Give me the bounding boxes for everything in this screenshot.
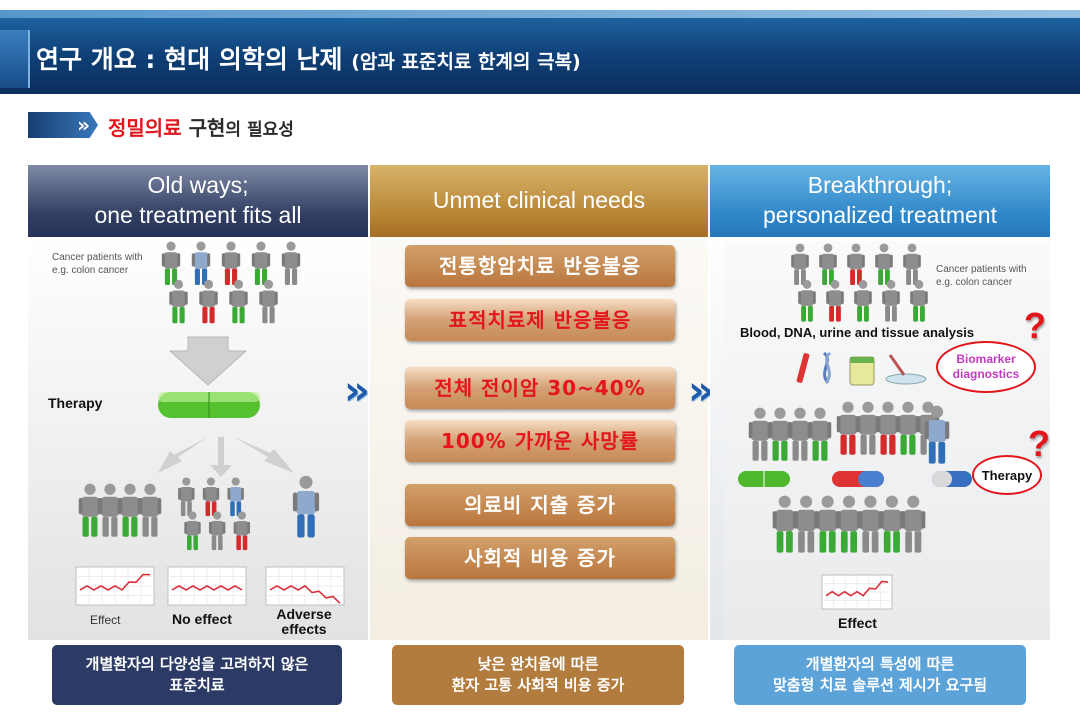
summary-line1: 개별환자의 특성에 따른 bbox=[805, 655, 955, 673]
heading-line2: personalized treatment bbox=[763, 202, 997, 228]
therapy-label: Therapy bbox=[48, 395, 103, 411]
title-accent bbox=[0, 30, 30, 88]
biomarker-line1: Biomarker bbox=[956, 352, 1016, 366]
need-item: 전체 전이암 30~40% bbox=[405, 367, 675, 409]
question-mark-icon: ? bbox=[1028, 423, 1050, 464]
patients-subgroup-icon bbox=[924, 405, 950, 464]
patients-label: Cancer patients with e.g. colon cancer bbox=[936, 263, 1027, 289]
heading-line1: Old ways; bbox=[147, 172, 249, 199]
section-subtitle-text: 정밀의료 구현의 필요성 bbox=[108, 112, 294, 141]
column-old-ways-heading: Old ways; one treatment fits all bbox=[28, 165, 368, 237]
question-mark-icon: ? bbox=[1024, 305, 1046, 346]
column-breakthrough-heading: Breakthrough; personalized treatment bbox=[710, 165, 1050, 237]
old-ways-summary: 개별환자의 다양성을 고려하지 않은 표준치료 bbox=[52, 645, 342, 705]
need-item: 100% 가까운 사망률 bbox=[405, 420, 675, 462]
transition-arrow-icon: » bbox=[688, 368, 714, 414]
page-title: 연구 개요 : 현대 의학의 난제 (암과 표준치료 한계의 극복) bbox=[36, 40, 581, 76]
noeffect-label: No effect bbox=[172, 611, 232, 627]
split-arrows-icon bbox=[158, 437, 294, 477]
biomarker-diagnostics-badge: Biomarker diagnostics bbox=[936, 341, 1036, 393]
noeffect-chart-icon bbox=[167, 566, 247, 606]
patients-subgroup-icon bbox=[836, 401, 940, 455]
need-item: 사회적 비용 증가 bbox=[405, 537, 675, 579]
patients-group-icon bbox=[161, 241, 301, 324]
down-arrow-icon bbox=[168, 336, 248, 386]
subtitle-rest-large: 구현 bbox=[188, 116, 226, 140]
breakthrough-summary: 개별환자의 특성에 따른 맞춤형 치료 솔루션 제시가 요구됨 bbox=[734, 645, 1026, 705]
breakthrough-diagram: Cancer patients with e.g. colon cancer B… bbox=[710, 237, 1050, 640]
need-item: 의료비 지출 증가 bbox=[405, 484, 675, 526]
page-title-main: 연구 개요 : 현대 의학의 난제 bbox=[36, 45, 343, 74]
effect-label: Effect bbox=[838, 615, 877, 631]
adverse-chart-icon bbox=[265, 566, 345, 606]
capsule-icon bbox=[158, 392, 260, 418]
summary-line2: 맞춤형 치료 솔루션 제시가 요구됨 bbox=[772, 676, 988, 694]
need-item: 전통항암치료 반응불응 bbox=[405, 245, 675, 287]
title-bar: 연구 개요 : 현대 의학의 난제 (암과 표준치료 한계의 극복) bbox=[0, 10, 1080, 94]
old-ways-diagram: Cancer patients with e.g. colon cancer T… bbox=[28, 237, 368, 640]
heading-line1: Unmet clinical needs bbox=[432, 187, 646, 214]
page-title-sub: (암과 표준치료 한계의 극복) bbox=[351, 51, 581, 73]
patients-group-icon bbox=[791, 243, 928, 322]
title-stripe bbox=[0, 10, 1080, 18]
section-subtitle: » 정밀의료 구현의 필요성 bbox=[28, 108, 628, 142]
biomarker-line2: diagnostics bbox=[952, 367, 1020, 381]
subtitle-highlight: 정밀의료 bbox=[108, 116, 182, 140]
therapy-badge: Therapy bbox=[972, 455, 1042, 495]
patients-label-line2: e.g. colon cancer bbox=[52, 265, 129, 276]
column-old-ways: Old ways; one treatment fits all Cancer … bbox=[28, 165, 368, 640]
patients-label: Cancer patients with e.g. colon cancer bbox=[52, 251, 143, 277]
adverse-line2: effects bbox=[281, 621, 327, 637]
summary-line2: 표준치료 bbox=[169, 676, 225, 694]
column-breakthrough: Breakthrough; personalized treatment Can… bbox=[710, 165, 1050, 640]
patients-group-effect-icon bbox=[78, 483, 162, 537]
patients-subgroup-icon bbox=[748, 407, 832, 461]
patients-group-adverse-icon bbox=[292, 475, 320, 538]
transition-arrow-icon: » bbox=[344, 368, 370, 414]
unmet-needs-summary: 낮은 완치율에 따른 환자 고통 사회적 비용 증가 bbox=[392, 645, 684, 705]
adverse-effects-label: Adverse effects bbox=[274, 607, 334, 637]
heading-line2: one treatment fits all bbox=[94, 202, 302, 228]
analysis-label: Blood, DNA, urine and tissue analysis bbox=[740, 325, 975, 340]
effect-label: Effect bbox=[90, 613, 121, 627]
summary-line1: 낮은 완치율에 따른 bbox=[477, 655, 599, 673]
column-unmet-needs-heading: Unmet clinical needs bbox=[370, 165, 708, 237]
subtitle-rest-small: 의 필요성 bbox=[225, 120, 294, 140]
unmet-needs-list: 전통항암치료 반응불응 표적치료제 반응불응 전체 전이암 30~40% 100… bbox=[370, 237, 708, 640]
effect-chart-icon bbox=[821, 574, 893, 610]
column-unmet-needs: Unmet clinical needs 전통항암치료 반응불응 표적치료제 반… bbox=[370, 165, 708, 640]
lab-samples-icon bbox=[796, 351, 927, 386]
patients-label-line1: Cancer patients with bbox=[52, 252, 143, 263]
summary-line1: 개별환자의 다양성을 고려하지 않은 bbox=[85, 655, 309, 673]
effect-chart-icon bbox=[75, 566, 155, 606]
patients-label-line2: e.g. colon cancer bbox=[936, 277, 1013, 288]
patients-label-line1: Cancer patients with bbox=[936, 264, 1027, 275]
chevron-right-icon: » bbox=[28, 112, 98, 138]
patients-group-noeffect-icon bbox=[178, 477, 251, 551]
adverse-line1: Adverse bbox=[276, 606, 332, 622]
heading-line1: Breakthrough; bbox=[807, 172, 953, 199]
need-item: 표적치료제 반응불응 bbox=[405, 299, 675, 341]
summary-line2: 환자 고통 사회적 비용 증가 bbox=[451, 676, 625, 694]
patients-responders-icon bbox=[772, 495, 926, 553]
targeted-capsules-icon bbox=[738, 471, 972, 487]
